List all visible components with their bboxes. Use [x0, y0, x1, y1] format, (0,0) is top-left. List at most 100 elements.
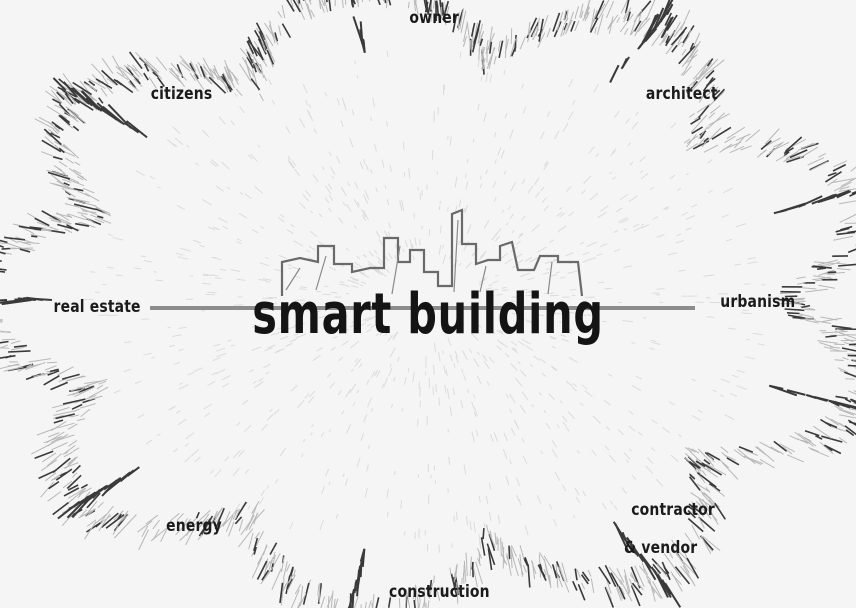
decor-stroke — [839, 438, 847, 444]
decor-texture — [734, 264, 741, 265]
decor-texture — [676, 241, 684, 244]
decor-stroke — [264, 75, 267, 81]
decor-stroke — [14, 346, 27, 348]
decor-stroke — [319, 583, 320, 602]
decor-texture — [112, 237, 123, 240]
decor-texture — [489, 357, 494, 364]
decor-stroke — [499, 41, 501, 51]
decor-texture — [408, 368, 409, 372]
decor-texture — [563, 123, 568, 132]
decor-texture — [204, 404, 212, 409]
decor-texture — [682, 212, 688, 215]
decor-stroke — [282, 5, 285, 18]
decor-texture — [395, 471, 396, 475]
decor-texture — [614, 505, 617, 509]
decor-texture — [237, 422, 241, 425]
decor-texture — [228, 340, 231, 341]
decor-stroke — [47, 362, 57, 363]
decor-stroke — [741, 146, 752, 150]
decor-stroke — [0, 322, 3, 324]
decor-texture — [191, 449, 199, 456]
decor-texture — [542, 198, 546, 203]
decor-stroke — [588, 570, 591, 577]
decor-texture — [384, 378, 388, 387]
decor-texture — [493, 181, 496, 187]
decor-texture — [253, 381, 256, 383]
decor-texture — [509, 409, 511, 413]
decor-stroke — [695, 469, 705, 483]
decor-texture — [355, 182, 358, 189]
decor-texture — [608, 374, 612, 376]
decor-texture — [341, 121, 343, 127]
decor-texture — [357, 75, 358, 78]
decor-texture — [522, 216, 526, 220]
decor-texture — [389, 223, 391, 229]
decor-texture — [278, 217, 284, 222]
decor-spoke — [127, 121, 148, 137]
decor-texture — [628, 143, 631, 146]
decor-texture — [137, 414, 144, 418]
decor-texture — [523, 107, 526, 114]
decor-texture — [244, 425, 251, 432]
decor-stroke — [65, 229, 72, 233]
decor-stroke — [190, 73, 195, 81]
decor-texture — [214, 344, 221, 346]
decor-stroke — [848, 356, 856, 357]
decor-texture — [641, 171, 644, 173]
decor-texture — [337, 156, 340, 163]
decor-texture — [650, 348, 655, 350]
decor-stroke — [635, 566, 645, 587]
decor-texture — [618, 430, 623, 435]
decor-texture — [573, 383, 577, 386]
decor-texture — [295, 169, 300, 176]
decor-texture — [737, 370, 745, 372]
decor-texture — [172, 335, 181, 337]
decor-texture — [653, 217, 658, 220]
decor-texture — [517, 478, 520, 486]
decor-texture — [158, 187, 161, 189]
decor-texture — [589, 147, 595, 154]
decor-texture — [356, 256, 360, 259]
decor-stroke — [632, 586, 640, 607]
decor-texture — [173, 127, 181, 134]
decor-stroke — [236, 89, 242, 96]
decor-stroke — [382, 0, 383, 1]
decor-stroke — [31, 236, 37, 237]
decor-stroke — [48, 492, 62, 502]
decor-texture — [555, 472, 560, 481]
decor-texture — [583, 252, 589, 255]
decor-stroke — [721, 447, 728, 453]
decor-texture — [465, 205, 468, 213]
decor-texture — [518, 362, 521, 365]
decor-texture — [585, 391, 593, 397]
decor-texture — [312, 425, 314, 428]
decor-texture — [691, 204, 697, 207]
decor-stroke — [82, 211, 96, 213]
decor-texture — [420, 387, 421, 396]
decor-stroke — [464, 565, 465, 577]
decor-spoke — [610, 65, 619, 82]
decor-texture — [549, 240, 553, 243]
decor-texture — [629, 449, 631, 451]
decor-stroke — [479, 552, 480, 564]
decor-stroke — [707, 113, 724, 129]
decor-texture — [350, 138, 353, 147]
decor-texture — [691, 379, 695, 381]
decor-stroke — [29, 359, 51, 362]
decor-stroke — [63, 144, 78, 158]
decor-texture — [221, 375, 230, 380]
decor-texture — [615, 111, 620, 117]
decor-stroke — [833, 161, 847, 167]
decor-texture — [328, 208, 331, 212]
decor-texture — [222, 383, 229, 387]
decor-texture — [288, 268, 291, 269]
decor-texture — [730, 393, 737, 396]
decor-texture — [516, 241, 520, 245]
decor-stroke — [683, 26, 694, 44]
decor-texture — [481, 251, 487, 257]
decor-stroke — [805, 431, 819, 436]
decor-texture — [596, 154, 599, 157]
decor-stroke — [848, 366, 856, 367]
decor-texture — [414, 213, 415, 218]
